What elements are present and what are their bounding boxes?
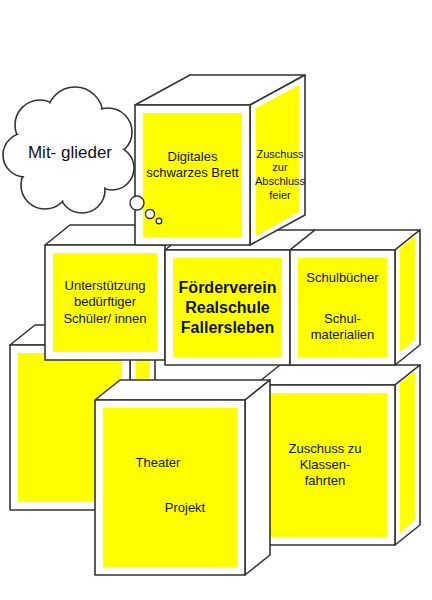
thought-cloud-node: Mit- glieder — [22, 112, 118, 194]
thought-cloud — [3, 87, 162, 224]
node-text: Schul- materialien — [298, 311, 387, 344]
node-text: Zuschuss zu Klassen- fahrten — [287, 441, 363, 490]
cube-face: TheaterProjekt — [103, 408, 237, 567]
node-text: Theater — [103, 455, 213, 471]
node-text: Mit- glieder — [22, 142, 118, 163]
cube-face: Digitales schwarzes Brett Zuschuss zur Ab… — [140, 85, 310, 242]
cube-face: Unterstützung bedürftiger Schüler/ innen — [53, 253, 157, 352]
node-text: Schulbücher — [298, 270, 387, 286]
cube-face: Zuschuss zu Klassen- fahrten — [263, 393, 387, 537]
cube — [135, 75, 305, 245]
node-text: Unterstützung bedürftiger Schüler/ innen — [55, 278, 155, 327]
node-text: Digitales schwarzes Brett — [145, 149, 240, 182]
cube — [95, 380, 270, 575]
node-text: Projekt — [133, 500, 237, 516]
cube — [290, 230, 420, 365]
cube-face: Förderverein Realschule Fallersleben — [173, 258, 282, 357]
node-text: Förderverein Realschule Fallersleben — [173, 278, 282, 338]
cube — [255, 365, 420, 545]
cube-face: SchulbücherSchul- materialien — [298, 258, 387, 357]
node-text: Zuschuss zur Abschluss feier — [253, 148, 307, 203]
